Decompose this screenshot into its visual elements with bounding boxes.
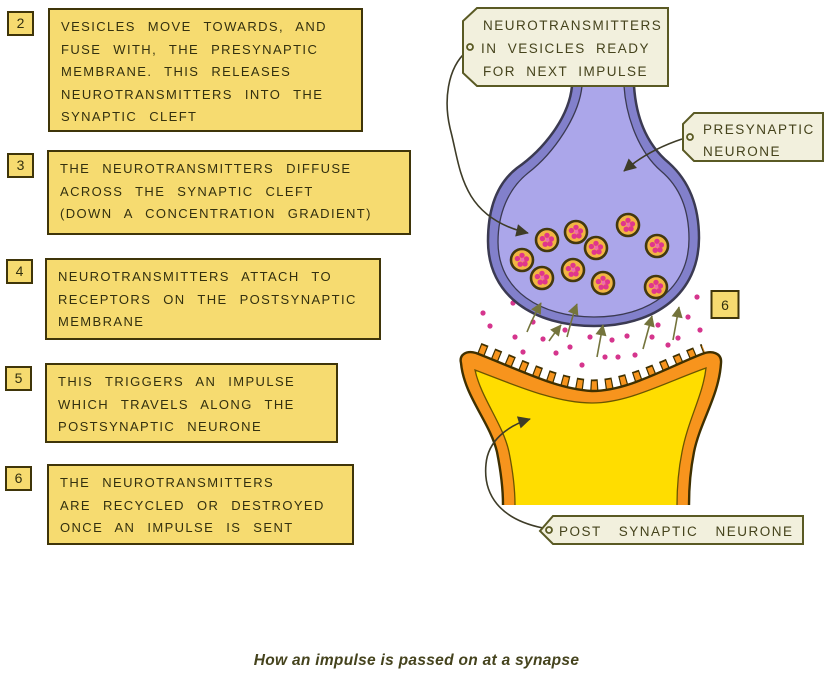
vesicle	[560, 257, 586, 283]
step-text-line: MEMBRANE	[58, 314, 145, 329]
vesicle	[615, 212, 641, 238]
step-text-line: NEUROTRANSMITTERS INTO THE	[61, 86, 324, 102]
step-text-line: (DOWN A CONCENTRATION GRADIENT)	[60, 206, 372, 221]
vesicle	[644, 233, 670, 259]
step-text-line: ONCE AN IMPULSE IS SENT	[60, 520, 294, 535]
step-text-line: NEUROTRANSMITTERS ATTACH TO	[58, 269, 333, 284]
tag-text-line: FOR NEXT IMPULSE	[483, 64, 648, 79]
tag-text-line: IN VESICLES READY	[481, 41, 650, 56]
step6-marker: 6	[710, 290, 740, 319]
step-text-line: THIS TRIGGERS AN IMPULSE	[58, 374, 296, 389]
presynaptic-cytoplasm	[498, 86, 689, 317]
step-number-badge: 5	[5, 366, 32, 391]
step-box: NEUROTRANSMITTERS ATTACH TO RECEPTORS ON…	[45, 258, 381, 340]
tag-leader-arrows	[446, 50, 683, 529]
step-box: THIS TRIGGERS AN IMPULSE WHICH TRAVELS A…	[45, 363, 338, 443]
tag-text-line: NEUROTRANSMITTERS	[483, 18, 662, 33]
arrow-postsynaptic-tag	[484, 416, 544, 529]
step-text-line: WHICH TRAVELS ALONG THE	[58, 396, 295, 412]
vesicle	[583, 235, 609, 261]
step-text-line: THE NEUROTRANSMITTERS DIFFUSE	[60, 161, 352, 176]
step-number-badge: 3	[7, 153, 34, 178]
vesicle	[590, 270, 616, 296]
vesicle	[509, 247, 535, 273]
arrow-vesicles-tag	[446, 50, 529, 237]
step-text-line: MEMBRANE. THIS RELEASES	[61, 64, 292, 79]
postsynaptic-tag: POST SYNAPTIC NEURONE	[538, 515, 804, 545]
tag-hole-icon	[545, 526, 553, 534]
tag-hole-icon	[466, 43, 474, 51]
step-text-line: ACROSS THE SYNAPTIC CLEFT	[60, 183, 314, 199]
step-box: THE NEUROTRANSMITTERS ARE RECYCLED OR DE…	[47, 464, 354, 545]
presynaptic-tag: PRESYNAPTIC NEURONE	[682, 112, 824, 162]
step-number-badge: 4	[6, 259, 33, 284]
receptor-teeth	[476, 342, 707, 393]
arrow-presynaptic-tag	[623, 138, 683, 172]
vesicles-ready-tag: NEUROTRANSMITTERS IN VESICLES READY FOR …	[462, 7, 669, 87]
vesicle	[563, 219, 589, 245]
step6-marker-label: 6	[721, 297, 729, 313]
tag-text-line: NEURONE	[703, 144, 781, 159]
diagram-caption: How an impulse is passed on at a synapse	[253, 652, 580, 669]
recycle-arrows	[526, 302, 683, 358]
postsynaptic-neurone	[459, 342, 723, 506]
postsynaptic-cell-body	[475, 368, 706, 505]
step-text-line: RECEPTORS ON THE POSTSYNAPTIC	[58, 291, 357, 307]
tag-text-line: PRESYNAPTIC	[703, 122, 815, 137]
step-box: THE NEUROTRANSMITTERS DIFFUSE ACROSS THE…	[47, 150, 411, 235]
tag-text-line: POST SYNAPTIC NEURONE	[559, 524, 794, 539]
vesicle	[534, 227, 560, 253]
step-box: VESICLES MOVE TOWARDS, AND FUSE WITH, TH…	[48, 8, 363, 132]
step-text-line: ARE RECYCLED OR DESTROYED	[60, 497, 325, 513]
step-number-badge: 6	[5, 466, 32, 491]
step-text-line: THE NEUROTRANSMITTERS	[60, 475, 275, 490]
vesicle	[643, 274, 669, 300]
step-text-line: SYNAPTIC CLEFT	[61, 109, 198, 124]
step-text-line: VESICLES MOVE TOWARDS, AND	[61, 19, 327, 34]
step-text-line: POSTSYNAPTIC NEURONE	[58, 419, 263, 434]
tag-hole-icon	[686, 133, 694, 141]
vesicle	[529, 265, 555, 291]
step-number-badge: 2	[7, 11, 34, 36]
step-text-line: FUSE WITH, THE PRESYNAPTIC	[61, 41, 319, 57]
